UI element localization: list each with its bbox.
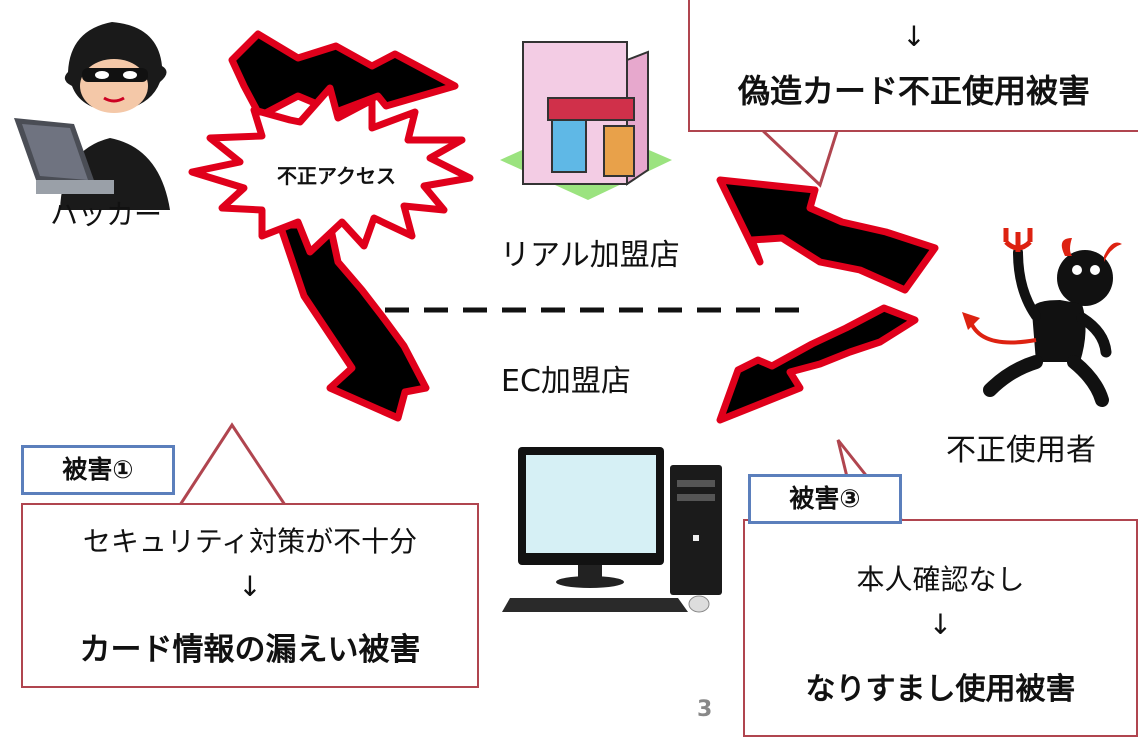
arrow-hacker-to-ec-store bbox=[276, 221, 430, 422]
callout-1-cause: セキュリティ対策が不十分 bbox=[82, 525, 418, 558]
unauthorized-access-label: 不正アクセス bbox=[277, 164, 396, 188]
damage-1-tag: 被害① bbox=[21, 445, 175, 495]
callout-tail-top bbox=[756, 126, 841, 188]
callout-1-arrow: ↓ bbox=[238, 570, 262, 603]
callout-box-1 bbox=[21, 503, 479, 688]
callout-tail-1 bbox=[177, 422, 288, 507]
callout-1-result: カード情報の漏えい被害 bbox=[79, 632, 421, 668]
arrow-hacker-to-real-store bbox=[228, 30, 459, 120]
callout-3-cause: 本人確認なし bbox=[856, 563, 1025, 596]
ec-store-label: EC加盟店 bbox=[501, 364, 631, 399]
callout-box-top bbox=[688, 0, 1138, 132]
real-store-label: リアル加盟店 bbox=[500, 238, 680, 273]
arrow-fraudster-to-ec-store bbox=[716, 304, 919, 424]
callout-3-result: なりすまし使用被害 bbox=[805, 672, 1076, 707]
callout-top-result: 偽造カード不正使用被害 bbox=[737, 72, 1090, 110]
hacker-label: ハッカー bbox=[50, 198, 163, 231]
devil-icon bbox=[962, 228, 1122, 407]
callout-3-arrow: ↓ bbox=[928, 608, 953, 641]
fraudster-label: 不正使用者 bbox=[946, 433, 1096, 468]
hacker-icon bbox=[14, 22, 170, 210]
arrow-fraudster-to-real-store bbox=[716, 176, 939, 294]
callout-top-arrow: ↓ bbox=[902, 20, 926, 53]
page-number: 3 bbox=[697, 697, 713, 722]
damage-3-tag: 被害③ bbox=[748, 474, 902, 524]
unauthorized-access-burst bbox=[188, 84, 474, 256]
computer-icon bbox=[502, 447, 722, 613]
callout-box-3 bbox=[743, 519, 1138, 737]
store-icon bbox=[500, 41, 672, 200]
